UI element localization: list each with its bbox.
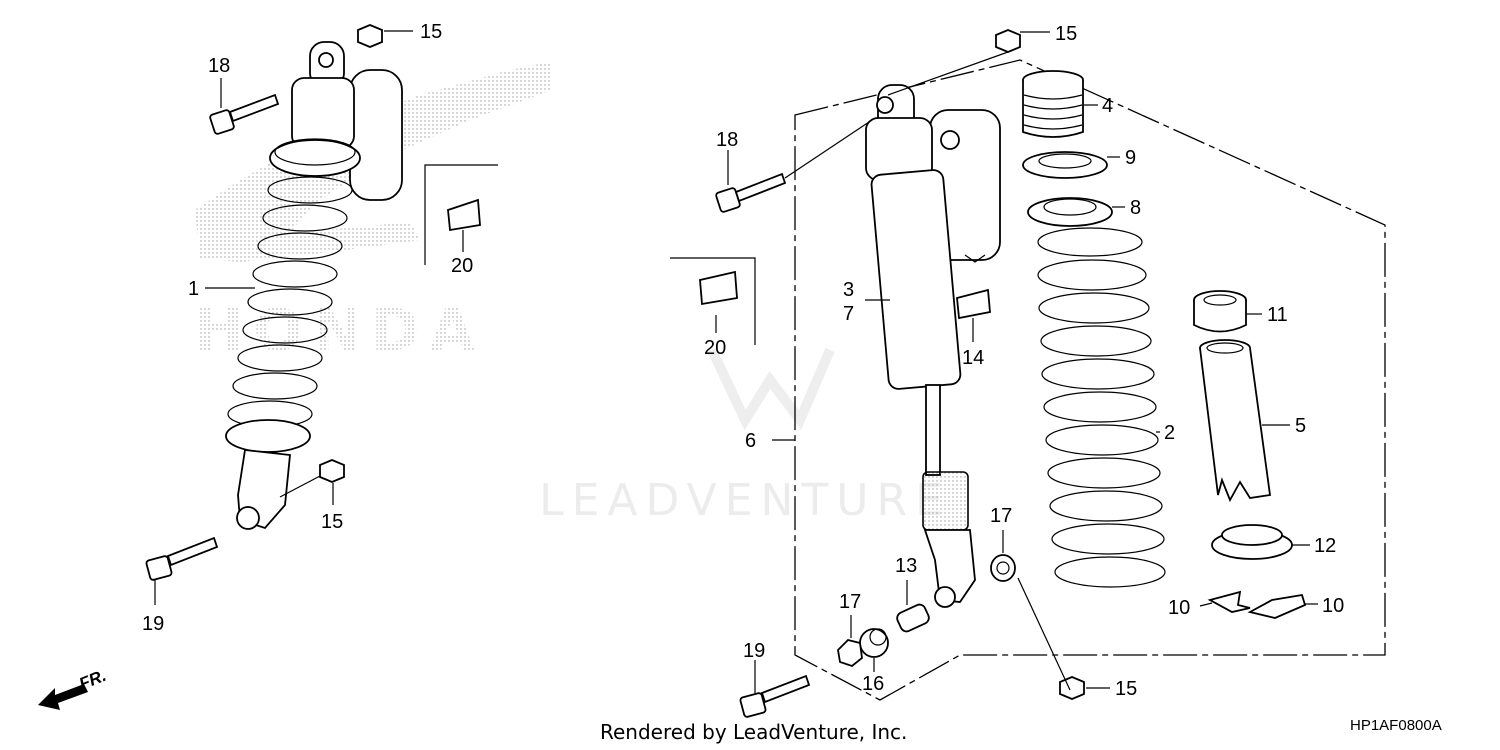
callout-right-16: 16 (862, 673, 884, 695)
lock-nut-9 (1022, 151, 1108, 179)
seal-17-bottom (837, 639, 863, 668)
honda-logo-text: HONDA (195, 296, 484, 364)
left-lower-eye (236, 506, 260, 530)
callout-right-9: 9 (1125, 147, 1136, 169)
stopper-half-10-right (1247, 593, 1307, 619)
callout-right-19: 19 (743, 640, 765, 662)
callout-right-17-top: 17 (990, 505, 1012, 527)
callout-right-6: 6 (745, 430, 756, 452)
callout-left-1: 1 (188, 278, 199, 300)
left-body (291, 77, 355, 149)
callout-right-8: 8 (1130, 197, 1141, 219)
bushing-16 (859, 628, 889, 658)
watermark-text: LEADVENTURE (539, 475, 951, 526)
nut-15-bottom (1059, 676, 1085, 700)
coil-spring-2 (1037, 227, 1166, 588)
lock-nut-8 (1027, 197, 1113, 227)
damper-body (865, 84, 1001, 608)
front-direction-indicator: FR. (38, 666, 109, 710)
damper-rod (925, 384, 941, 476)
callout-right-17-bottom: 17 (839, 591, 861, 613)
callout-right-10-left: 10 (1168, 597, 1190, 619)
front-label: FR. (76, 666, 109, 694)
callout-right-13: 13 (895, 555, 917, 577)
leadventure-watermark: LEADVENTURE (539, 347, 951, 526)
callout-right-12: 12 (1314, 535, 1336, 557)
callout-right-14: 14 (962, 347, 984, 369)
right-label-bracket (670, 257, 756, 345)
damper-lower-eye (934, 586, 956, 608)
callout-right-18: 18 (716, 129, 738, 151)
callout-right-7: 7 (843, 303, 854, 325)
callout-left-15-top: 15 (420, 21, 442, 43)
seal-17-top (990, 554, 1016, 582)
rendered-by-credit: Rendered by LeadVenture, Inc. (600, 720, 907, 744)
callout-right-20: 20 (704, 337, 726, 359)
left-bolt-18 (209, 93, 280, 135)
nut-15-top (995, 29, 1021, 53)
assembly-boundary (794, 59, 1386, 701)
left-adjuster-ring-inner (274, 138, 356, 166)
front-arrow-icon (38, 684, 88, 710)
left-label-20 (447, 198, 481, 232)
bolt-18 (715, 172, 787, 213)
callout-right-15-top: 15 (1055, 23, 1077, 45)
left-coil-spring (227, 176, 353, 428)
callout-right-4: 4 (1102, 95, 1113, 117)
left-lower-seat (225, 419, 311, 453)
dust-cover-5 (1199, 339, 1272, 503)
callout-right-3: 3 (843, 279, 854, 301)
stopper-cap-11 (1193, 290, 1247, 333)
label-14 (956, 288, 991, 320)
callout-left-20: 20 (451, 255, 473, 277)
left-adjuster-ring (269, 139, 361, 177)
left-leaders (154, 30, 464, 605)
callout-right-10-right: 10 (1322, 595, 1344, 617)
left-bolt-19 (145, 536, 219, 581)
left-reservoir (349, 69, 403, 201)
diagram-code: HP1AF0800A (1350, 717, 1442, 734)
damper-bump-stop (922, 471, 969, 531)
right-label-20 (699, 270, 738, 306)
callout-left-19: 19 (142, 613, 164, 635)
callout-left-15-bottom: 15 (321, 511, 343, 533)
collar-13 (896, 603, 930, 633)
left-nut-top (357, 24, 383, 48)
left-nut-bottom (319, 459, 345, 483)
stopper-half-10-left (1207, 590, 1251, 613)
watermark-logo (707, 347, 835, 431)
damper-top-eye (876, 96, 894, 114)
spring-seat-12 (1211, 524, 1293, 560)
callout-right-15-bottom: 15 (1115, 678, 1137, 700)
callout-right-11: 11 (1267, 304, 1288, 326)
left-shock-assembly (145, 24, 498, 581)
damper-lower-mount (923, 529, 976, 603)
right-leaders (715, 31, 1318, 693)
left-top-eye (318, 52, 334, 68)
left-label-bracket (424, 164, 498, 265)
callout-right-2: 2 (1164, 422, 1175, 444)
callout-left-18: 18 (208, 55, 230, 77)
bolt-19 (739, 674, 811, 718)
spring-adjuster-4 (1022, 70, 1084, 138)
callout-right-5: 5 (1295, 415, 1306, 437)
